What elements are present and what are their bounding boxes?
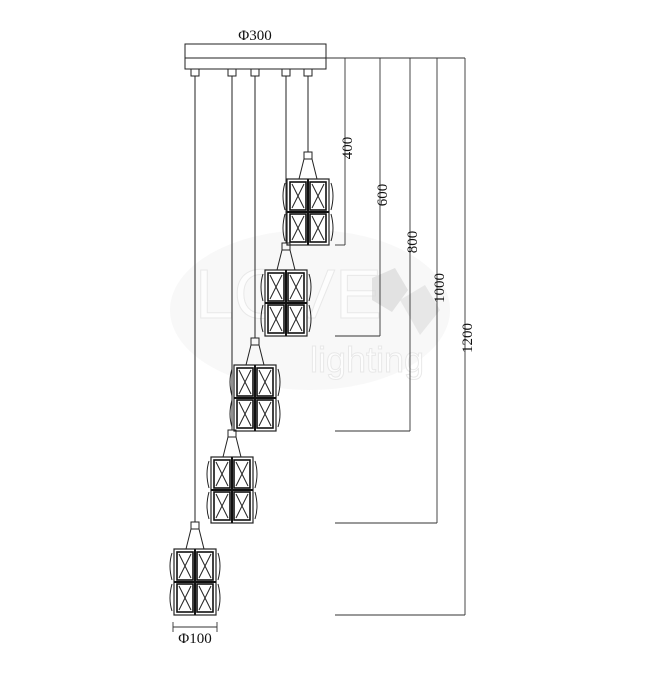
lamp-cap (222, 436, 242, 458)
shade-diameter-dimension (172, 622, 218, 632)
lamp-cap (298, 158, 318, 180)
crystal-shade (282, 178, 334, 246)
drop-dimensions: 400 600 800 1000 1200 (326, 57, 476, 616)
crystal-shade (260, 269, 312, 337)
crystal-shade (169, 548, 221, 616)
drop-dimension-600: 600 (335, 58, 391, 337)
lamp-cap (185, 528, 205, 550)
drop-length-label: 1000 (432, 273, 448, 303)
drop-dimension-1200: 1200 (335, 58, 476, 616)
pendant-5 (169, 68, 221, 616)
shade-diameter-label: Φ100 (178, 631, 211, 647)
cord-mount (281, 68, 291, 77)
svg-text:lighting: lighting (310, 339, 424, 380)
drop-length-label: 1200 (460, 323, 476, 353)
pendant-2 (260, 68, 312, 337)
pendant-3 (229, 68, 281, 432)
drop-length-label: 800 (405, 231, 421, 254)
canopy-diameter-label: Φ300 (238, 28, 271, 44)
cord-mount (190, 68, 200, 77)
drop-length-label: 400 (340, 137, 356, 160)
cord-mount (227, 68, 237, 77)
drop-length-label: 600 (375, 184, 391, 207)
cord-mount (250, 68, 260, 77)
cord-mount (303, 68, 313, 77)
drop-dimension-400: 400 (335, 58, 356, 246)
crystal-shade (206, 456, 258, 524)
drop-dimension-1000: 1000 (335, 58, 448, 524)
canopy (184, 43, 327, 70)
pendant-1 (282, 68, 334, 246)
drop-dimension-800: 800 (335, 58, 421, 432)
crystal-shade (229, 364, 281, 432)
pendant-4 (206, 68, 258, 524)
pendants (169, 68, 334, 616)
